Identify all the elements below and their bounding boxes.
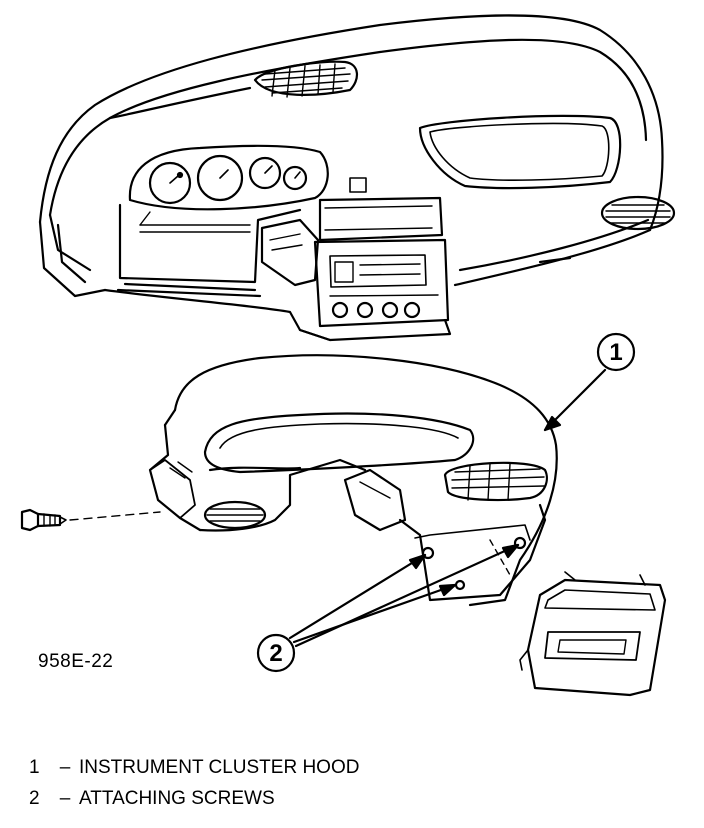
legend-item-number: 1	[29, 757, 40, 778]
legend-item-label: INSTRUMENT CLUSTER HOOD	[79, 757, 360, 778]
center-stack	[298, 196, 452, 342]
legend-item-number: 2	[29, 788, 40, 809]
cluster-bezel	[519, 571, 667, 697]
instrument-cluster	[128, 144, 329, 211]
passenger-opening	[418, 114, 622, 190]
defroster-vent	[253, 60, 358, 98]
callout-2-number: 2	[269, 640, 282, 667]
legend: 1–INSTRUMENT CLUSTER HOOD 2–ATTACHING SC…	[29, 756, 359, 818]
attaching-screw	[20, 508, 67, 532]
legend-item: 2–ATTACHING SCREWS	[29, 787, 359, 818]
legend-separator: –	[59, 788, 71, 809]
legend-item-label: ATTACHING SCREWS	[79, 788, 275, 809]
legend-separator: –	[59, 757, 71, 778]
hood-right-vent	[443, 461, 548, 502]
instrument-panel	[38, 14, 676, 342]
callout-1	[543, 332, 636, 432]
right-panel-vent	[600, 195, 676, 231]
hood-left-vent	[203, 500, 267, 530]
callout-2	[256, 543, 520, 673]
screw-leader-dashed	[69, 511, 161, 521]
callout-1-number: 1	[609, 339, 622, 366]
figure-id: 958E-22	[38, 651, 114, 672]
exploded-diagram: 1 2	[20, 14, 676, 697]
legend-item: 1–INSTRUMENT CLUSTER HOOD	[29, 756, 359, 787]
instrument-cluster-hood	[148, 354, 558, 607]
